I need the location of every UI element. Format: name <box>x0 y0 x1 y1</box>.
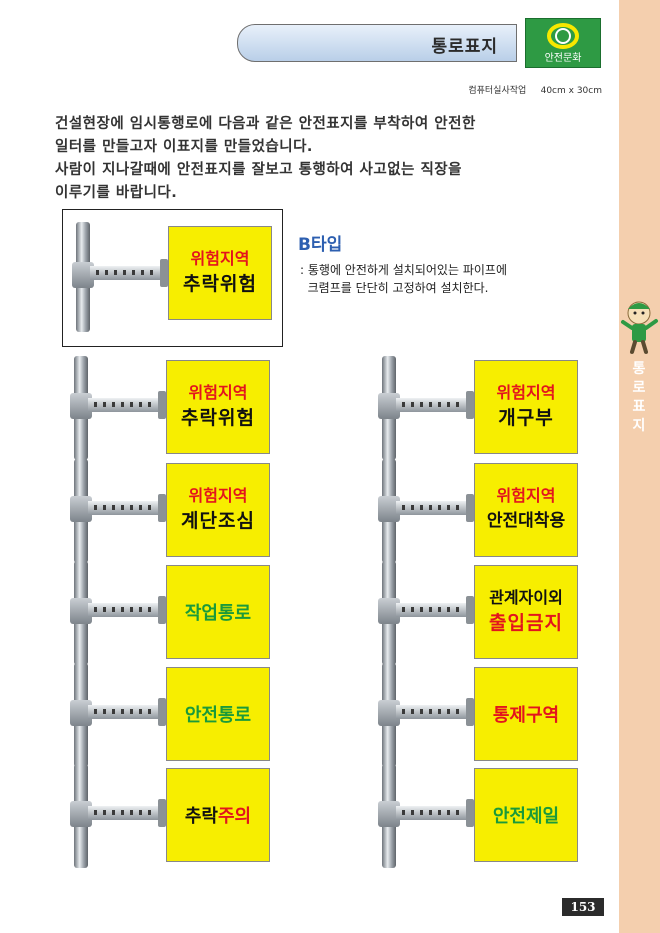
sign-line-1: 위험지역 <box>190 249 250 268</box>
sign-line-2: 안전대착용 <box>486 511 566 531</box>
sign-unit: 안전통로 <box>66 663 276 767</box>
logo-emblem-icon <box>547 23 579 49</box>
page-title-banner: 통로표지 <box>237 24 517 62</box>
sign-text-part: 주의 <box>218 806 252 827</box>
safety-culture-logo: 안전문화 <box>525 18 601 68</box>
type-desc-line: 크렴프를 단단히 고정하여 설치한다. <box>300 281 489 295</box>
sign-text: 안전제일 <box>492 806 560 827</box>
sign-unit: 위험지역 추락위험 <box>66 356 276 460</box>
sign-unit: 위험지역 개구부 <box>374 356 584 460</box>
sign-unit: 관계자이외 출입금지 <box>374 561 584 665</box>
intro-line: 일터를 만들고자 이표지를 만들었습니다. <box>55 139 313 155</box>
sign: 추락주의 <box>166 768 270 862</box>
sign-text: 작업통로 <box>184 603 252 624</box>
sign-line-2: 추락위험 <box>183 273 257 295</box>
sign: 위험지역 계단조심 <box>166 463 270 557</box>
sign-line-2: 개구부 <box>498 407 554 429</box>
sign-unit: 작업통로 <box>66 561 276 665</box>
sign-line-1: 위험지역 <box>188 383 248 402</box>
page-number: 153 <box>562 898 604 916</box>
sign: 안전통로 <box>166 667 270 761</box>
intro-line: 이루기를 바랍니다. <box>55 185 178 201</box>
sign-line-1: 관계자이외 <box>489 588 563 607</box>
pipe-clamp <box>72 261 94 288</box>
type-description: : 통행에 안전하게 설치되어있는 파이프에 크렴프를 단단히 고정하여 설치한… <box>300 261 605 297</box>
sign-text-part: 추락 <box>184 806 218 827</box>
sign-text: 추락주의 <box>185 802 251 828</box>
page-title: 통로표지 <box>431 37 498 57</box>
mascot-icon <box>621 301 658 354</box>
arm-holes <box>96 270 158 276</box>
sign-unit: 추락주의 <box>66 764 276 868</box>
side-band <box>619 0 660 933</box>
sign-line-1: 위험지역 <box>496 383 556 402</box>
sign-bracket <box>160 259 168 288</box>
sign-line-1: 위험지역 <box>188 486 248 505</box>
sign: 통제구역 <box>474 667 578 761</box>
type-desc-line: : 통행에 안전하게 설치되어있는 파이프에 <box>300 263 507 277</box>
intro-line: 사람이 지나갈때에 안전표지를 잘보고 통행하여 사고없는 직장을 <box>55 162 462 178</box>
intro-line: 건설현장에 임시통행로에 다음과 같은 안전표지를 부착하여 안전한 <box>55 116 476 132</box>
sign-unit: 안전제일 <box>374 764 584 868</box>
featured-sign-unit: 위험지역 추락위험 <box>68 222 278 332</box>
side-label: 통로표지 <box>632 361 646 434</box>
sign: 안전제일 <box>474 768 578 862</box>
work-spec: 컴퓨터실사작업 40cm x 30cm <box>468 86 602 96</box>
logo-text: 안전문화 <box>544 53 582 64</box>
featured-sign-frame <box>62 209 283 347</box>
featured-sign: 위험지역 추락위험 <box>168 226 272 320</box>
sign-unit: 위험지역 안전대착용 <box>374 459 584 563</box>
sign-unit: 통제구역 <box>374 663 584 767</box>
sign: 작업통로 <box>166 565 270 659</box>
sign-line-2: 추락위험 <box>181 407 255 429</box>
sign-text: 통제구역 <box>492 705 560 726</box>
sign-text: 안전통로 <box>184 705 252 726</box>
sign: 위험지역 추락위험 <box>166 360 270 454</box>
sign-line-1: 위험지역 <box>496 486 556 505</box>
sign: 위험지역 안전대착용 <box>474 463 578 557</box>
sign-line-2: 출입금지 <box>489 612 563 634</box>
sign-line-2: 계단조심 <box>181 510 255 532</box>
sign: 위험지역 개구부 <box>474 360 578 454</box>
intro-text: 건설현장에 임시통행로에 다음과 같은 안전표지를 부착하여 안전한 일터를 만… <box>55 113 600 205</box>
sign: 관계자이외 출입금지 <box>474 565 578 659</box>
type-title: B타입 <box>298 235 343 255</box>
sign-unit: 위험지역 계단조심 <box>66 459 276 563</box>
